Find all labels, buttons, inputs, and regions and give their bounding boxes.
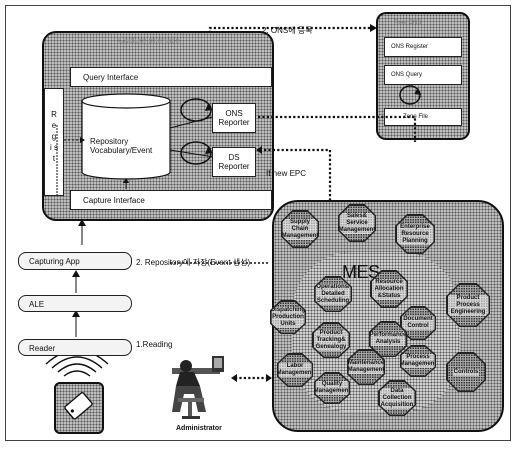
mes-module-label: Performance Analysis <box>369 332 407 346</box>
ons-reporter-label: ONS Reporter <box>218 109 250 127</box>
query-interface-box: Query Interface <box>70 67 272 87</box>
mes-module-label: Operations/ Detailed Scheduling <box>315 283 351 305</box>
mes-module-5: Product Tracking& Genealogy <box>312 322 350 358</box>
mes-outer-module-5: Controls <box>446 352 486 392</box>
mes-module-label: Process Management <box>399 354 437 368</box>
mes-module-3: Dispatching Production Units <box>270 300 306 334</box>
repository-save-label: 2. Repository에 저장(Event 생성) <box>136 258 251 267</box>
ons-reporter-box: ONS Reporter <box>212 103 256 133</box>
zone-file-label: Zone File <box>403 114 429 120</box>
ons-register-box: ONS Register <box>384 37 462 57</box>
mes-module-11: Data Collection Acquisition <box>378 380 416 416</box>
regist-label: R e g i s t <box>50 110 58 163</box>
epcis-title: Capture Interface <box>118 36 180 45</box>
query-interface-label: Query Interface <box>83 73 139 82</box>
if-new-epc-label: If new EPC <box>266 169 307 178</box>
repository-cylinder <box>81 93 171 180</box>
mes-module-7: Labor Management <box>277 353 313 387</box>
repo-to-ds-line <box>169 149 221 159</box>
epcis-server <box>42 31 274 221</box>
mes-module-label: Quality Management <box>313 381 351 395</box>
reader-box: Reader <box>18 339 132 356</box>
mes-outer-module-label: Product Process Engineering <box>447 294 489 316</box>
ale-label: ALE <box>29 300 45 309</box>
capture-interface-label: Capture Interface <box>83 196 145 205</box>
capturing-app-label: Capturing App <box>29 257 80 266</box>
ale-box: ALE <box>18 295 132 312</box>
mes-module-10: Quality Management <box>314 372 350 404</box>
mes-module-label: Dispatching Production Units <box>270 306 306 328</box>
mes-outer-module-label: Controls <box>452 368 480 376</box>
mes-outer-module-label: Sales& Service Management <box>338 212 376 234</box>
ons-query-box: ONS Query <box>384 65 462 85</box>
repository-label: Repository Vocabulary/Event <box>90 137 153 155</box>
mes-outer-module-3: Enterprise Resource Planning <box>395 214 435 254</box>
rfid-tag <box>54 382 104 434</box>
mes-outer-module-label: Enterprise Resource Planning <box>396 223 434 245</box>
mes-module-label: Resource Allocation &Status <box>371 278 407 300</box>
zone-file-box: Zone File <box>384 108 462 126</box>
mes-module-label: Maintenance Management <box>347 360 385 374</box>
mes-outer-module-2: Sales& Service Management <box>338 204 376 242</box>
mes-outer-module-1: Supply Chain Management <box>281 210 319 248</box>
capturing-app-box: Capturing App <box>18 252 132 270</box>
mes-module-label: Product Tracking& Genealogy <box>313 329 349 351</box>
reader-label: Reader <box>29 344 56 353</box>
mes-module-label: Labor Management <box>276 363 314 377</box>
capture-interface-box: Capture Interface <box>70 190 272 210</box>
ds-reporter-label: DS Reporter <box>218 153 250 171</box>
mes-module-9: Process Management <box>400 345 436 377</box>
mes-module-1: Operations/ Detailed Scheduling <box>314 276 352 312</box>
ons-register-arrow-label: 2. ONS에 등록 <box>262 26 313 35</box>
diagram-frame <box>5 5 511 441</box>
mes-module-8: Maintenance Management <box>347 349 385 385</box>
mes-module-6: Performance Analysis <box>369 321 407 357</box>
mes-module-label: Document Control <box>401 316 435 330</box>
mes-outer-module-label: Supply Chain Management <box>281 218 319 240</box>
administrator-label: Administrator <box>176 425 222 432</box>
ons-register-label: ONS Register <box>391 44 429 50</box>
root-ons-title: Root ONS <box>394 20 422 26</box>
reading-label: 1.Reading <box>136 340 173 349</box>
ds-reporter-box: DS Reporter <box>212 147 256 177</box>
ons-query-label: ONS Query <box>391 72 423 78</box>
regist-box: R e g i s t <box>44 88 64 196</box>
mes-title: MES <box>342 262 380 282</box>
mes-module-2: Resource Allocation &Status <box>370 270 408 308</box>
mes-module-label: Data Collection Acquisition <box>379 387 415 409</box>
mes-outer-module-4: Product Process Engineering <box>446 283 490 327</box>
